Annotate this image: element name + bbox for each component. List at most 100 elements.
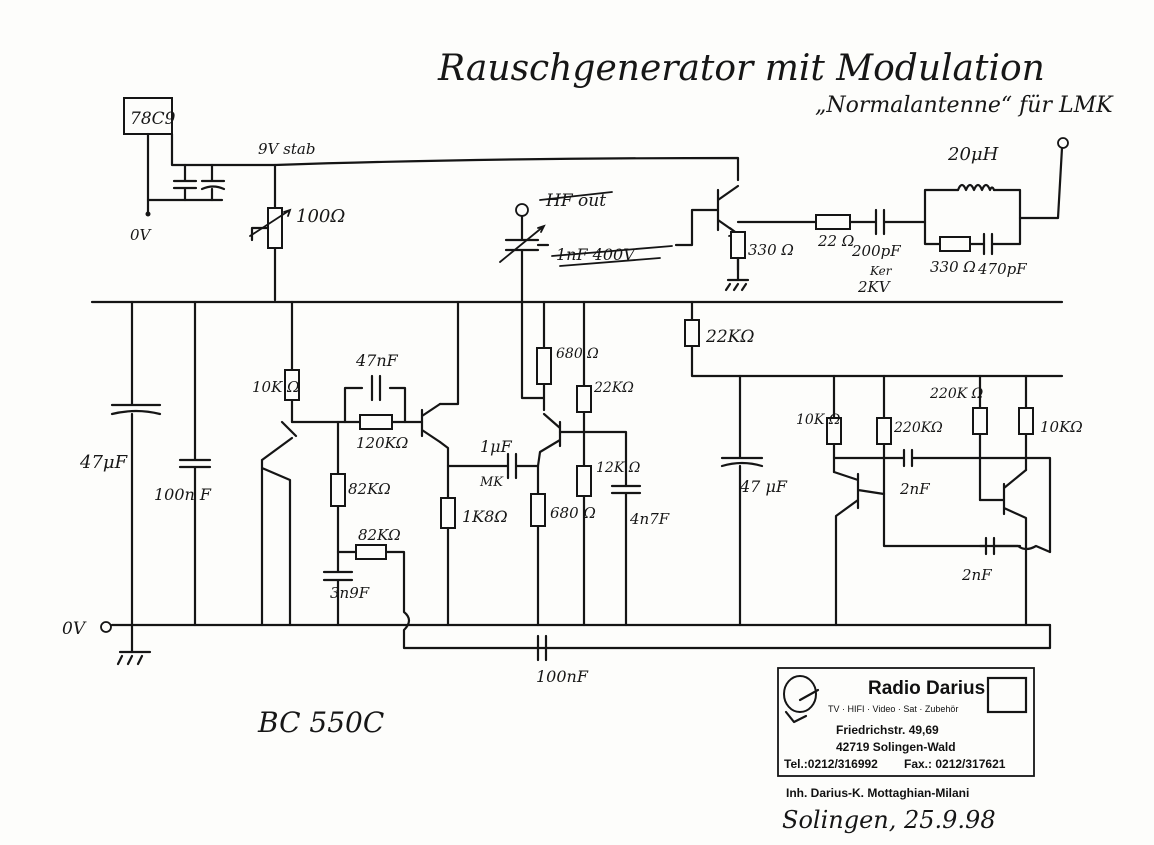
label-2nf-1: 2nF bbox=[899, 480, 930, 498]
strike-1 bbox=[539, 191, 613, 201]
label-2nf-2: 2nF bbox=[961, 566, 992, 584]
transistor-type: BC 550C bbox=[257, 706, 384, 739]
label-220k-mv3: 220K Ω bbox=[929, 386, 984, 402]
label-3n9f: 3n9F bbox=[330, 584, 370, 602]
label-4n7f: 4n7F bbox=[629, 510, 670, 528]
page-subtitle: „Normalantenne“ für LMK bbox=[815, 93, 1114, 118]
stamp-fax: Fax.: 0212/317621 bbox=[904, 757, 1006, 771]
label-47uf-dec: 47 μF bbox=[739, 477, 788, 496]
label-330-trap: 330 Ω bbox=[930, 258, 976, 276]
strike-2 bbox=[551, 245, 673, 267]
var-cap-terminal bbox=[515, 203, 529, 217]
label-220k-mv2: 220KΩ bbox=[893, 420, 943, 436]
transistor-mv1 bbox=[832, 470, 886, 627]
zero-volt-terminal bbox=[100, 621, 112, 633]
owner-line: Inh. Darius-K. Mottaghian-Milani bbox=[786, 786, 969, 800]
stamp-name: Radio Darius bbox=[868, 678, 985, 699]
cap-2nf-2 bbox=[978, 536, 1052, 556]
variable-capacitor bbox=[504, 214, 540, 302]
cap-47uf-supply bbox=[110, 300, 162, 627]
transistor-mv2 bbox=[978, 468, 1028, 627]
resistor-10k-noise bbox=[284, 369, 300, 401]
pot-wiper bbox=[250, 226, 270, 242]
pot-100-ohm bbox=[267, 207, 283, 249]
label-470pf: 470pF bbox=[977, 260, 1027, 278]
antenna-terminal bbox=[1057, 137, 1069, 149]
stamp-city: 42719 Solingen-Wald bbox=[836, 740, 956, 754]
cap-100nf-bottom bbox=[536, 634, 548, 662]
resistor-82k-2 bbox=[355, 544, 387, 560]
trap-network bbox=[923, 188, 1022, 246]
label-10k-mv4: 10KΩ bbox=[1040, 418, 1083, 436]
label-20uh: 20μH bbox=[947, 144, 999, 165]
resistor-220k-mv3 bbox=[972, 407, 988, 435]
label-ker: Ker bbox=[869, 264, 893, 278]
resistor-330-trap bbox=[939, 236, 971, 252]
resistor-82k-1 bbox=[330, 473, 346, 507]
transistor-amp1 bbox=[420, 402, 442, 444]
ground-emitter bbox=[724, 256, 750, 292]
cap-470pf bbox=[982, 232, 994, 256]
ground-symbol bbox=[116, 623, 152, 666]
struck-label-2: 1nF 400V bbox=[556, 245, 636, 264]
regulator-label: 78C9 bbox=[130, 109, 176, 129]
label-1k8: 1K8Ω bbox=[462, 507, 508, 526]
label-47nf: 47nF bbox=[355, 351, 399, 370]
label-47uf-supply: 47μF bbox=[79, 452, 129, 473]
reg-cap-2 bbox=[200, 163, 226, 202]
label-1uf: 1μF bbox=[480, 437, 513, 456]
label-22k-top: 22KΩ bbox=[705, 327, 754, 347]
cap-200pf bbox=[848, 208, 927, 236]
gnd-node bbox=[145, 211, 151, 217]
label-680-collector: 680 Ω bbox=[556, 346, 599, 362]
amp1-wires bbox=[438, 300, 460, 500]
zero-volt-top: 0V bbox=[130, 226, 153, 244]
antenna-wire bbox=[1018, 146, 1064, 220]
cap-3n9f bbox=[322, 550, 354, 627]
label-10k-noise: 10K Ω bbox=[252, 378, 300, 396]
pot-arrow bbox=[249, 208, 292, 237]
amp2-collector bbox=[520, 298, 546, 412]
stamp-street: Friedrichstr. 49,69 bbox=[836, 723, 939, 737]
transistor-amp2 bbox=[536, 412, 562, 468]
label-680-emitter: 680 Ω bbox=[550, 504, 596, 522]
mv-supply-wire bbox=[690, 300, 1064, 378]
label-12k: 12K Ω bbox=[596, 460, 641, 476]
label-22k-2: 22KΩ bbox=[593, 380, 634, 396]
cap-47uf-dec bbox=[720, 374, 764, 627]
var-cap-wire bbox=[536, 208, 720, 247]
satellite-dish-icon bbox=[783, 675, 817, 713]
regulator-wires bbox=[146, 132, 277, 302]
resistor-22k-2 bbox=[576, 385, 592, 413]
page-title: Rauschgenerator mit Modulation bbox=[437, 48, 1045, 89]
resistor-680-emitter bbox=[530, 493, 546, 527]
resistor-10k-mv1 bbox=[826, 417, 842, 445]
cap-1uf bbox=[446, 452, 540, 480]
cap-2nf-1 bbox=[832, 448, 1052, 554]
resistor-12k bbox=[576, 465, 592, 497]
resistor-22-ohm bbox=[815, 214, 851, 230]
cap-4n7f bbox=[610, 484, 642, 627]
label-200pf: 200pF bbox=[851, 242, 901, 260]
pot-label: 100Ω bbox=[296, 206, 345, 227]
label-10k-mv1: 10K Ω bbox=[796, 412, 841, 428]
label-330-emitter: 330 Ω bbox=[748, 241, 794, 259]
satellite-dish-stand-icon bbox=[784, 688, 820, 724]
stamp-phone: Tel.:0212/316992 bbox=[784, 757, 878, 771]
resistor-680-collector bbox=[536, 347, 552, 385]
noise-stage bbox=[260, 300, 298, 627]
cap-47nf-fb bbox=[343, 374, 407, 424]
struck-label-1: HF out bbox=[545, 191, 606, 211]
stamp-services: TV · HIFI · Video · Sat · Zubehör bbox=[828, 704, 958, 714]
label-82k-1: 82KΩ bbox=[348, 480, 391, 498]
cap-100nf-supply bbox=[178, 300, 212, 627]
label-82k-2: 82KΩ bbox=[358, 526, 401, 544]
amp2-bias bbox=[558, 300, 628, 627]
label-100nf-supply: 100n F bbox=[154, 485, 212, 504]
zero-volt-bottom: 0V bbox=[62, 619, 87, 639]
dealer-stamp bbox=[777, 667, 1035, 777]
resistor-330-emitter bbox=[730, 231, 746, 259]
reg-cap-1 bbox=[172, 163, 198, 202]
